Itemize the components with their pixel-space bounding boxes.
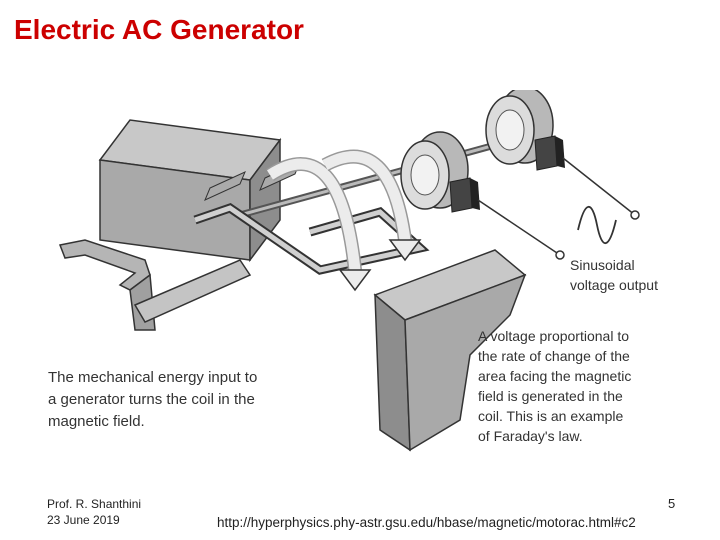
caption-left: The mechanical energy input to a generat… <box>48 369 257 430</box>
south-magnet-pole <box>373 249 527 452</box>
output-label-line2: voltage output <box>570 277 658 293</box>
caption-left-line: The mechanical energy input to <box>48 369 257 386</box>
page-number: 5 <box>668 496 676 511</box>
rotation-arrow-icon <box>266 149 422 292</box>
rotating-coil <box>193 203 430 275</box>
source-link[interactable]: http://hyperphysics.phy-astr.gsu.edu/hba… <box>217 515 636 530</box>
presentation-date: 23 June 2019 <box>47 513 120 527</box>
caption-right-line: area facing the magnetic <box>478 368 631 384</box>
slide-title: Electric AC Generator <box>14 14 304 45</box>
caption-right-line: of Faraday's law. <box>478 428 583 444</box>
hand-crank <box>58 239 252 331</box>
caption-right-line: coil. This is an example <box>478 408 623 424</box>
caption-right-line: the rate of change of the <box>478 348 630 364</box>
caption-left-line: magnetic field. <box>48 413 145 430</box>
caption-right-line: A voltage proportional to <box>478 328 629 344</box>
caption-right-line: field is generated in the <box>478 388 623 404</box>
caption-right: A voltage proportional to the rate of ch… <box>478 328 631 444</box>
carbon-brush-near <box>449 177 565 260</box>
footer-author-block: Prof. R. Shanthini 23 June 2019 <box>47 496 141 528</box>
sine-wave-icon <box>577 205 617 245</box>
author-name: Prof. R. Shanthini <box>47 497 142 511</box>
output-label-line1: Sinusoidal <box>570 257 635 273</box>
ac-generator-diagram: Sinusoidal voltage output The mechanical… <box>48 90 658 452</box>
north-magnet-pole <box>98 119 282 263</box>
carbon-brush-far <box>534 135 640 220</box>
caption-left-line: a generator turns the coil in the <box>48 391 255 408</box>
